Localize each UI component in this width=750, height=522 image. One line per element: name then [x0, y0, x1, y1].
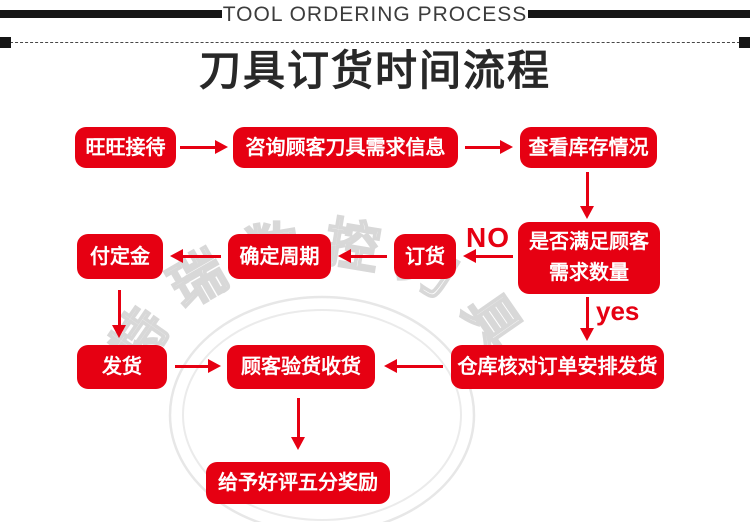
arrow-confirmcycle-to-deposit-icon	[170, 249, 221, 263]
node-check-stock: 查看库存情况	[520, 127, 657, 168]
node-five-star-reward: 给予好评五分奖励	[206, 462, 390, 504]
header-bar-right	[528, 10, 750, 18]
arrow-reception-to-inquiry-icon	[180, 140, 228, 154]
node-warehouse-verify-arrange-shipping: 仓库核对订单安排发货	[451, 345, 664, 389]
separator-endcap-right	[739, 37, 750, 48]
arrow-inspect-to-reward-icon	[291, 398, 305, 450]
watermark-outer-ring	[168, 295, 476, 522]
arrow-inquiry-to-checkstock-icon	[465, 140, 513, 154]
arrow-satisfy-to-warehouse-icon	[580, 297, 594, 341]
node-inquire-customer-tool-needs: 咨询顾客刀具需求信息	[233, 127, 458, 168]
arrow-order-to-confirmcycle-icon	[338, 249, 387, 263]
arrow-deposit-to-ship-icon	[112, 290, 126, 338]
arrow-warehouse-to-inspect-icon	[384, 359, 443, 373]
node-satisfy-demand-decision: 是否满足顾客需求数量	[518, 222, 660, 294]
dashed-separator	[0, 42, 750, 43]
page-title: 刀具订货时间流程	[198, 47, 551, 94]
separator-endcap-left	[0, 37, 11, 48]
branch-label-yes: yes	[596, 296, 640, 326]
node-confirm-cycle: 确定周期	[228, 234, 331, 279]
node-ship-goods: 发货	[77, 345, 167, 389]
node-wangwang-reception: 旺旺接待	[75, 127, 176, 168]
header-eyebrow: TOOL ORDERING PROCESS	[222, 3, 528, 26]
watermark-inner-ring	[182, 309, 462, 521]
arrow-satisfy-to-order-icon	[463, 249, 513, 263]
header-bar-left	[0, 10, 222, 18]
node-place-order: 订货	[394, 234, 456, 279]
arrow-checkstock-to-satisfy-icon	[580, 172, 594, 219]
arrow-ship-to-inspect-icon	[175, 359, 221, 373]
node-customer-inspect-receive: 顾客验货收货	[227, 345, 375, 389]
branch-label-no: NO	[466, 222, 510, 253]
node-pay-deposit: 付定金	[77, 234, 163, 279]
